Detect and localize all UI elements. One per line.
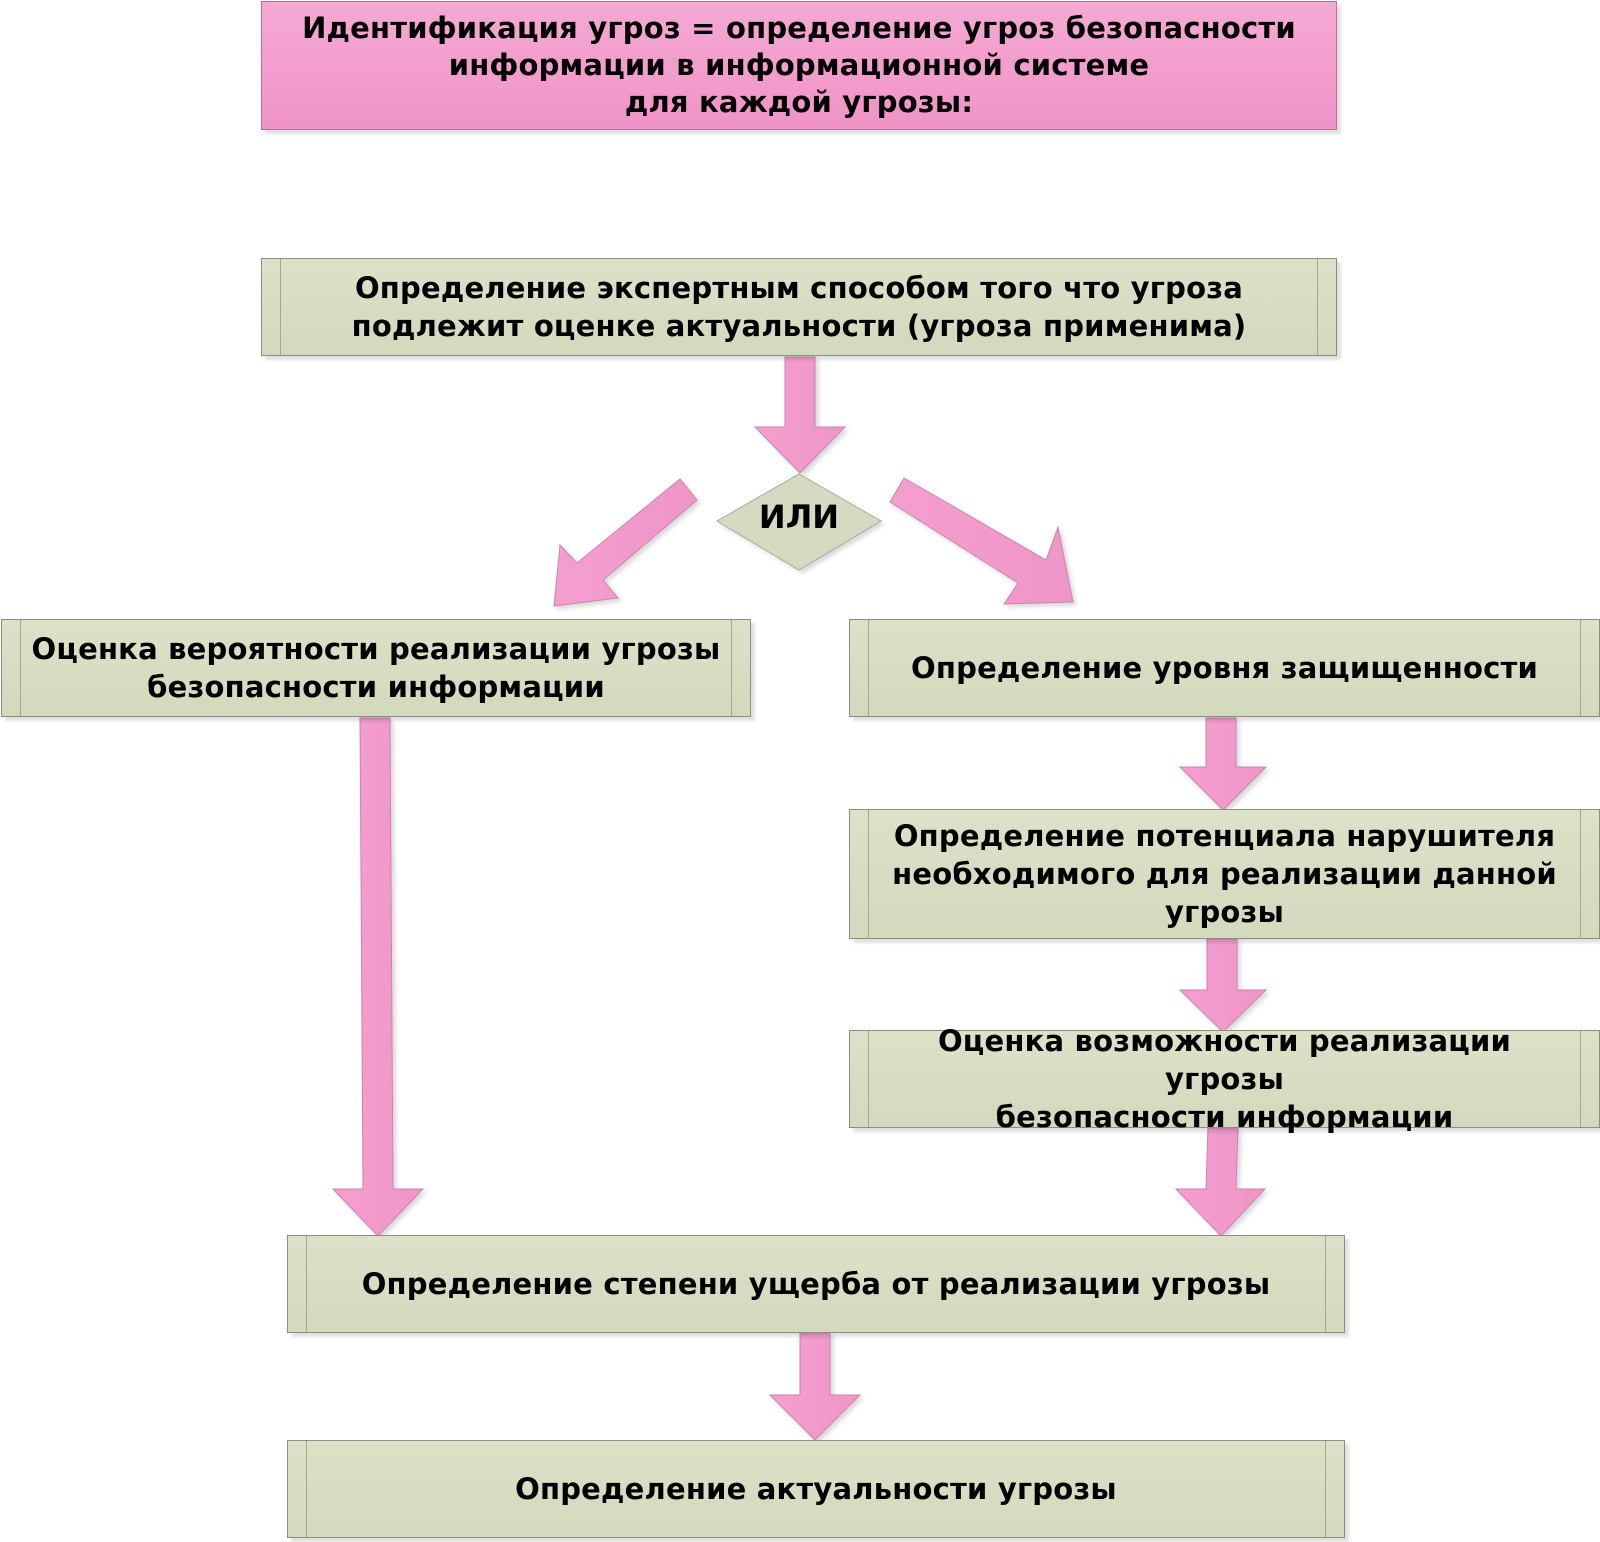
node-damage: Определение степени ущерба от реализации… <box>287 1235 1345 1333</box>
node-feasibility-text: Оценка возможности реализации угрозы без… <box>937 1024 1512 1134</box>
arrow-probability-to-damage <box>331 717 425 1237</box>
node-applicability: Определение экспертным способом того что… <box>261 258 1337 356</box>
node-protection-level-text: Определение уровня защищенности <box>911 651 1538 685</box>
node-damage-text: Определение степени ущерба от реализации… <box>361 1267 1271 1301</box>
node-intruder-potential: Определение потенциала нарушителя необхо… <box>849 809 1600 939</box>
arrow-applicability-to-decision <box>753 356 847 474</box>
arrow-protection-to-intruder <box>1178 717 1268 811</box>
node-probability-text: Оценка вероятности реализации угрозы без… <box>31 632 721 704</box>
header-box: Идентификация угроз = определение угроз … <box>261 1 1337 130</box>
arrow-feasibility-to-damage <box>1174 1127 1267 1237</box>
node-applicability-text: Определение экспертным способом того что… <box>351 271 1247 343</box>
node-probability: Оценка вероятности реализации угрозы без… <box>1 619 751 717</box>
header-text: Идентификация угроз = определение угроз … <box>302 11 1296 119</box>
arrow-decision-to-protection-level <box>889 477 1074 605</box>
node-feasibility: Оценка возможности реализации угрозы без… <box>849 1024 1600 1134</box>
node-relevance: Определение актуальности угрозы <box>287 1440 1345 1538</box>
node-protection-level: Определение уровня защищенности <box>849 619 1600 717</box>
arrow-intruder-to-feasibility <box>1178 938 1268 1033</box>
arrow-decision-to-probability <box>553 478 698 607</box>
node-relevance-text: Определение актуальности угрозы <box>515 1472 1117 1506</box>
arrow-damage-to-relevance <box>768 1332 862 1441</box>
decision-label: ИЛИ <box>758 498 840 536</box>
decision-diamond <box>716 473 882 571</box>
node-intruder-potential-text: Определение потенциала нарушителя необхо… <box>892 819 1557 929</box>
